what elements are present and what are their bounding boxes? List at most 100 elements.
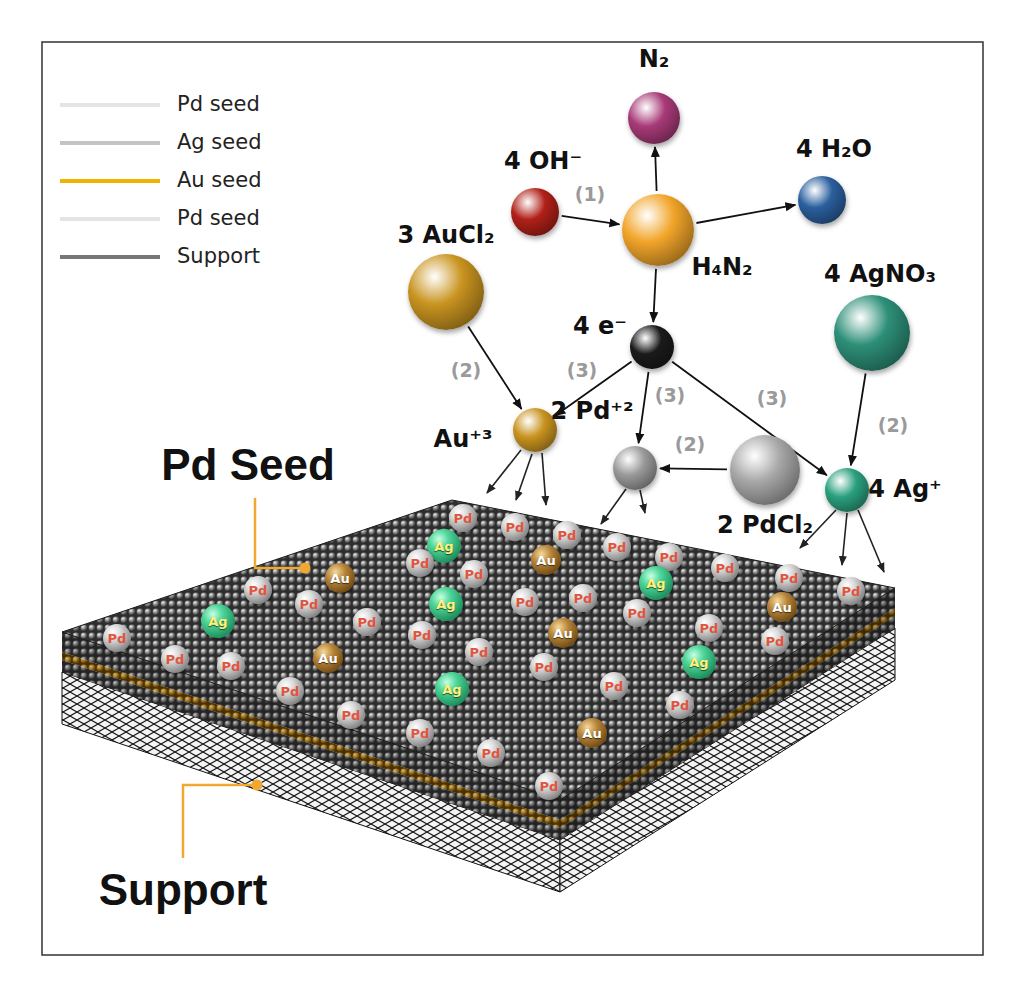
atom-symbol: Pd (628, 607, 647, 620)
atom-symbol: Ag (436, 598, 455, 611)
legend-label: Ag seed (177, 131, 261, 154)
deposition-arrow (858, 510, 884, 572)
pd-seed-surface (62, 500, 895, 800)
atom-symbol: Pd (281, 685, 300, 698)
step-number: (2) (876, 415, 911, 436)
species-sphere: H₄N₂ (622, 194, 694, 266)
leader-lines (183, 498, 311, 858)
deposition-arrow (842, 513, 847, 565)
species-sphere: Au⁺³ (513, 408, 557, 452)
ag-atom: Ag (429, 587, 463, 621)
pd-atom: Pd (623, 599, 651, 627)
step-number: (1) (573, 184, 608, 205)
leader-dot (252, 780, 263, 791)
reaction-arrow (653, 269, 656, 322)
pd-atom: Pd (761, 627, 789, 655)
species-label: 4 H₂O (796, 136, 872, 164)
pd-atom: Pd (103, 624, 131, 652)
atom-symbol: Ag (208, 615, 227, 628)
atom-symbol: Pd (108, 632, 127, 645)
atom-symbol: Pd (780, 572, 799, 585)
atom-symbol: Pd (482, 747, 501, 760)
reaction-arrow (655, 147, 657, 191)
pd-atom: Pd (477, 739, 505, 767)
atom-symbol: Pd (605, 680, 624, 693)
species-label: 2 Pd⁺² (551, 398, 634, 426)
seed-slab (62, 500, 895, 892)
legend-label: Pd seed (177, 93, 260, 116)
deposition-arrow (542, 453, 546, 505)
pd-atom: Pd (600, 672, 628, 700)
atom-symbol: Pd (558, 529, 577, 542)
atom-symbol: Pd (358, 616, 377, 629)
callout-label: Support (99, 866, 268, 914)
pd-atom: Pd (465, 638, 493, 666)
legend-line (60, 217, 160, 221)
species-label: N₂ (639, 46, 670, 74)
au-atom: Au (325, 563, 355, 593)
pd-atom: Pd (511, 588, 539, 616)
atom-symbol: Pd (700, 622, 719, 635)
atom-symbol: Pd (540, 780, 559, 793)
legend-line (60, 179, 160, 183)
step-number: (3) (653, 385, 688, 406)
au-atom: Au (313, 643, 343, 673)
side-shade (560, 588, 895, 840)
ag-atom: Ag (201, 604, 235, 638)
atom-symbol: Pd (766, 635, 785, 648)
atom-symbol: Au (582, 727, 601, 740)
pd-atom: Pd (711, 554, 739, 582)
leader-dot (300, 563, 311, 574)
species-label: 3 AuCl₂ (397, 222, 494, 250)
species-label: 4 OH⁻ (504, 148, 582, 176)
leader-line (255, 498, 300, 568)
pd-atom: Pd (217, 652, 245, 680)
deposition-arrow (640, 490, 645, 513)
atom-symbol: Pd (608, 541, 627, 554)
pd-atom: Pd (530, 653, 558, 681)
atom-symbol: Pd (342, 709, 361, 722)
atom-symbol: Au (330, 572, 349, 585)
atom-symbol: Ag (689, 656, 708, 669)
pd-atom: Pd (353, 608, 381, 636)
frame (42, 42, 983, 955)
side-shade (62, 632, 560, 840)
ag-atom: Ag (682, 645, 716, 679)
deposition-arrow (601, 489, 626, 524)
species-label: 2 PdCl₂ (717, 512, 813, 540)
step-number: (3) (755, 388, 790, 409)
pd-atom: Pd (501, 513, 529, 541)
atom-symbol: Pd (454, 512, 473, 525)
pd-atom: Pd (535, 772, 563, 800)
atom-symbol: Pd (671, 699, 690, 712)
step-number: (3) (565, 360, 600, 381)
atom-symbol: Ag (434, 540, 453, 553)
pd-atom: Pd (406, 719, 434, 747)
pd-atom: Pd (775, 564, 803, 592)
atom-symbol: Pd (249, 584, 268, 597)
atom-symbol: Pd (166, 653, 185, 666)
au-atom: Au (767, 592, 797, 622)
species-sphere: 2 Pd⁺² (613, 446, 657, 490)
atom-symbol: Pd (470, 646, 489, 659)
legend-label: Au seed (177, 169, 261, 192)
reaction-arrow (639, 372, 649, 443)
reaction-arrow (562, 216, 620, 225)
species-sphere: 3 AuCl₂ (408, 254, 484, 330)
au-atom: Au (577, 718, 607, 748)
deposition-arrow (516, 454, 532, 500)
species-label: H₄N₂ (691, 254, 752, 282)
legend-line (60, 255, 160, 259)
pd-atom: Pd (569, 584, 597, 612)
atom-symbol: Pd (535, 661, 554, 674)
atom-symbol: Ag (442, 683, 461, 696)
legend-line (60, 103, 160, 107)
species-sphere: N₂ (628, 92, 680, 144)
step-number: (2) (449, 360, 484, 381)
species-label: 4 e⁻ (573, 313, 627, 341)
species-sphere: 4 e⁻ (630, 325, 674, 369)
species-sphere: 4 OH⁻ (511, 188, 559, 236)
callout-label: Pd Seed (161, 441, 335, 489)
atom-symbol: Ag (646, 577, 665, 590)
